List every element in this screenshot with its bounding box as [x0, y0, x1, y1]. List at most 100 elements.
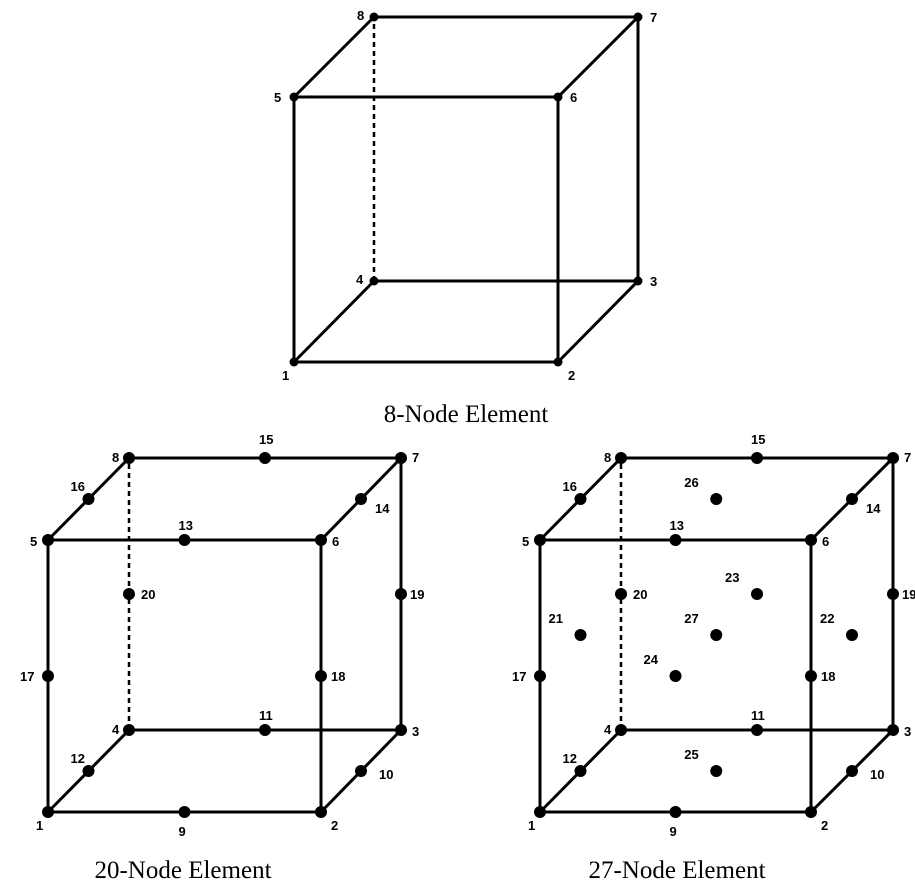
node-label-1: 1	[282, 368, 289, 383]
node-8	[123, 452, 135, 464]
node-4	[615, 724, 627, 736]
node-14	[355, 493, 367, 505]
node-label-6: 6	[570, 90, 577, 105]
node-label-27: 27	[684, 611, 698, 626]
node-18	[805, 670, 817, 682]
caption-8-node: 8-Node Element	[384, 401, 549, 428]
node-label-4: 4	[112, 722, 120, 737]
node-label-25: 25	[684, 747, 698, 762]
node-label-8: 8	[604, 450, 611, 465]
node-label-8: 8	[112, 450, 119, 465]
node-label-12: 12	[71, 751, 85, 766]
node-3	[633, 276, 643, 286]
node-10	[355, 765, 367, 777]
node-label-9: 9	[670, 824, 677, 839]
node-label-19: 19	[410, 587, 424, 602]
node-label-9: 9	[179, 824, 186, 839]
node-label-4: 4	[356, 272, 364, 287]
node-5	[289, 92, 299, 102]
node-label-5: 5	[522, 534, 529, 549]
node-label-16: 16	[563, 479, 577, 494]
edge-6-7	[556, 15, 640, 99]
node-label-7: 7	[412, 450, 419, 465]
node-1	[42, 806, 54, 818]
edge-4-1	[292, 279, 376, 364]
node-23	[751, 588, 763, 600]
node-label-7: 7	[650, 10, 657, 25]
node-label-5: 5	[30, 534, 37, 549]
node-label-6: 6	[332, 534, 339, 549]
node-11	[751, 724, 763, 736]
node-label-13: 13	[179, 518, 193, 533]
node-label-20: 20	[633, 587, 647, 602]
node-17	[42, 670, 54, 682]
node-6	[805, 534, 817, 546]
node-6	[553, 92, 563, 102]
node-label-3: 3	[412, 724, 419, 739]
node-9	[669, 806, 682, 818]
node-1	[534, 806, 546, 818]
node-3	[395, 724, 407, 736]
node-15	[751, 452, 763, 464]
edge-8-5	[292, 15, 376, 99]
node-label-10: 10	[870, 767, 884, 782]
node-7	[633, 12, 643, 22]
node-label-24: 24	[644, 652, 659, 667]
node-2	[553, 357, 563, 367]
node-label-2: 2	[568, 368, 575, 383]
node-7	[395, 452, 407, 464]
node-label-8: 8	[357, 8, 364, 23]
node-8	[369, 12, 379, 22]
node-20	[123, 588, 135, 600]
node-3	[887, 724, 899, 736]
node-label-11: 11	[259, 708, 273, 723]
node-5	[534, 534, 546, 546]
node-22	[846, 629, 858, 641]
node-label-18: 18	[331, 669, 345, 684]
node-9	[178, 806, 191, 818]
node-label-1: 1	[528, 818, 535, 833]
node-13	[669, 534, 682, 546]
node-label-15: 15	[259, 432, 273, 447]
node-25	[710, 765, 723, 777]
node-20	[615, 588, 627, 600]
node-label-3: 3	[904, 724, 911, 739]
node-27	[710, 629, 723, 641]
node-24	[669, 670, 682, 682]
node-15	[259, 452, 271, 464]
node-17	[534, 670, 546, 682]
node-18	[315, 670, 327, 682]
node-21	[574, 629, 587, 641]
node-label-15: 15	[751, 432, 765, 447]
node-label-11: 11	[751, 708, 765, 723]
node-12	[82, 765, 95, 777]
node-7	[887, 452, 899, 464]
node-label-18: 18	[821, 669, 835, 684]
node-label-12: 12	[563, 751, 577, 766]
node-16	[82, 493, 95, 505]
node-26	[710, 493, 723, 505]
node-13	[178, 534, 191, 546]
node-label-14: 14	[866, 501, 881, 516]
node-4	[369, 276, 379, 286]
node-16	[574, 493, 587, 505]
node-label-2: 2	[821, 818, 828, 833]
node-label-4: 4	[604, 722, 612, 737]
node-1	[289, 357, 299, 367]
node-14	[846, 493, 858, 505]
node-label-5: 5	[274, 90, 281, 105]
node-label-7: 7	[904, 450, 911, 465]
node-2	[805, 806, 817, 818]
node-label-13: 13	[670, 518, 684, 533]
caption-27-node: 27-Node Element	[588, 857, 765, 884]
node-label-14: 14	[375, 501, 390, 516]
node-label-10: 10	[379, 767, 393, 782]
node-label-22: 22	[820, 611, 834, 626]
node-4	[123, 724, 135, 736]
node-label-21: 21	[549, 611, 563, 626]
node-6	[315, 534, 327, 546]
node-label-16: 16	[71, 479, 85, 494]
node-label-17: 17	[20, 669, 34, 684]
